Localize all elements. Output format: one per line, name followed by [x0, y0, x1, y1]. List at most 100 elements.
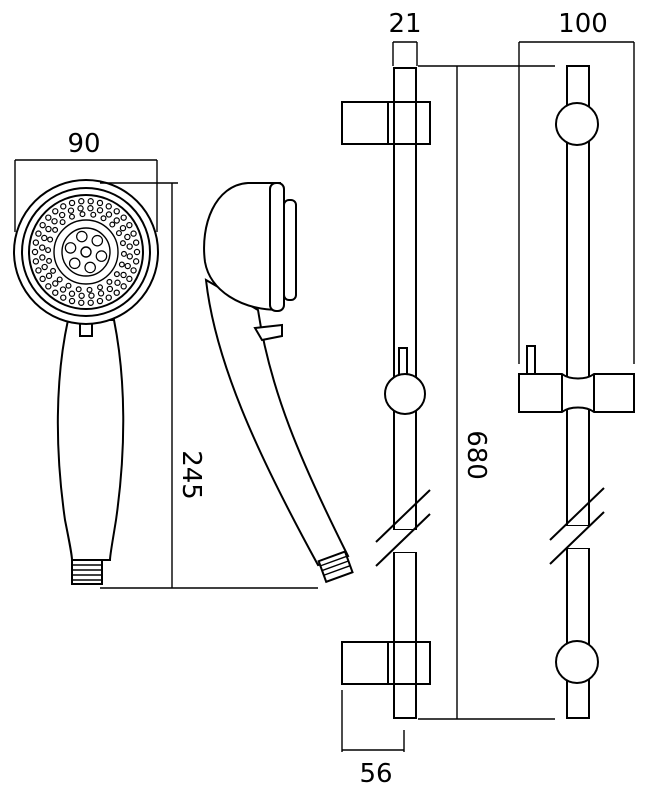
side-break-line-lower: [549, 511, 605, 565]
spray-hole: [95, 250, 108, 262]
spray-hole: [68, 199, 76, 207]
spray-hole: [52, 280, 59, 287]
spray-hole: [113, 217, 120, 224]
spray-hole: [59, 219, 66, 226]
spray-hole: [130, 267, 137, 274]
spray-hole: [105, 294, 112, 301]
handset-side-button: [253, 323, 283, 342]
spray-hole: [32, 258, 40, 265]
spray-hole: [59, 286, 67, 293]
spray-hole: [58, 211, 66, 219]
spray-hole: [39, 221, 46, 229]
spray-hole: [45, 225, 52, 233]
spray-hole: [88, 292, 95, 299]
spray-hole: [130, 230, 137, 237]
spray-hole: [75, 286, 82, 293]
spray-hole: [86, 286, 93, 293]
spray-hole: [68, 213, 75, 220]
break-line-upper: [375, 489, 431, 543]
spray-hole: [126, 253, 133, 260]
spray-hole: [115, 230, 122, 237]
rail-side-view: 100: [518, 9, 635, 719]
dim-label-rail-projection: 100: [558, 9, 608, 39]
spray-hole: [84, 261, 96, 274]
spray-hole: [56, 276, 63, 283]
side-slider-holder: [518, 345, 635, 413]
spray-hole: [87, 299, 94, 306]
spray-hole-center: [80, 246, 92, 258]
spray-hole: [87, 205, 94, 212]
spray-hole: [47, 236, 54, 243]
spray-hole: [52, 208, 59, 215]
spray-hole: [126, 275, 133, 283]
spray-hole: [78, 292, 85, 299]
dim-label-bar-diameter: 21: [388, 9, 421, 39]
rail-slider: [384, 347, 426, 415]
dimension-handset-length: 245: [100, 182, 318, 589]
spray-hole: [133, 248, 141, 256]
spray-hole: [120, 214, 127, 221]
side-bottom-bracket: [555, 640, 599, 684]
spray-hole: [78, 299, 85, 306]
dim-label-rail-length: 680: [461, 430, 491, 480]
spray-hole: [124, 262, 131, 270]
spray-hole: [118, 261, 125, 268]
spray-hole: [51, 218, 58, 225]
spray-hole: [64, 242, 77, 254]
spray-hole: [119, 240, 126, 247]
spray-hole: [105, 203, 112, 210]
spray-hole: [124, 233, 131, 241]
spray-hole: [78, 198, 85, 205]
rail-top-bracket: [341, 101, 431, 145]
handset-side-handle: [204, 278, 350, 567]
spray-hole: [132, 239, 140, 246]
spray-hole: [32, 239, 40, 246]
spray-hole: [105, 211, 113, 218]
spray-hole: [68, 297, 76, 305]
dimension-rail-length: 680: [418, 65, 555, 720]
spray-hole: [41, 263, 48, 271]
spray-hole: [45, 283, 52, 290]
spray-hole: [114, 279, 121, 286]
spray-hole: [45, 214, 52, 221]
spray-hole: [96, 199, 104, 207]
handset-thread-side: [317, 550, 354, 584]
spray-hole: [68, 257, 81, 270]
dimension-bar-diameter: 21: [388, 9, 422, 66]
spray-hole: [35, 230, 42, 237]
spray-hole: [60, 203, 67, 210]
spray-hole: [87, 198, 94, 205]
spray-hole: [120, 250, 127, 257]
spray-hole: [41, 234, 48, 242]
spray-hole: [119, 224, 127, 232]
side-break-line-upper: [549, 487, 605, 541]
spray-hole: [39, 254, 46, 261]
side-top-bracket: [555, 102, 599, 146]
spray-hole: [126, 243, 133, 250]
spray-hole: [113, 208, 120, 215]
spray-hole: [120, 271, 127, 279]
spray-hole: [97, 284, 104, 291]
spray-hole: [113, 271, 120, 278]
spray-hole: [91, 234, 104, 247]
dimension-bracket-depth: 56: [341, 690, 405, 789]
handset-thread-front: [71, 559, 103, 585]
spray-hole: [132, 258, 140, 265]
dim-label-bracket-depth: 56: [359, 759, 392, 789]
spray-hole: [67, 207, 75, 214]
spray-hole: [52, 289, 59, 296]
spray-hole: [65, 282, 72, 289]
spray-hole: [39, 244, 46, 251]
rail-front-view: 21 680: [341, 9, 555, 789]
spray-hole: [126, 221, 133, 229]
spray-hole: [50, 267, 57, 274]
rail-bottom-bracket: [341, 641, 431, 685]
dim-label-head-width: 90: [67, 129, 100, 159]
spray-hole: [96, 297, 104, 305]
dimension-head-width: 90: [14, 129, 158, 232]
spray-hole: [52, 226, 59, 233]
handset-handle: [56, 319, 125, 561]
spray-hole: [45, 272, 53, 280]
break-line-lower: [375, 513, 431, 567]
